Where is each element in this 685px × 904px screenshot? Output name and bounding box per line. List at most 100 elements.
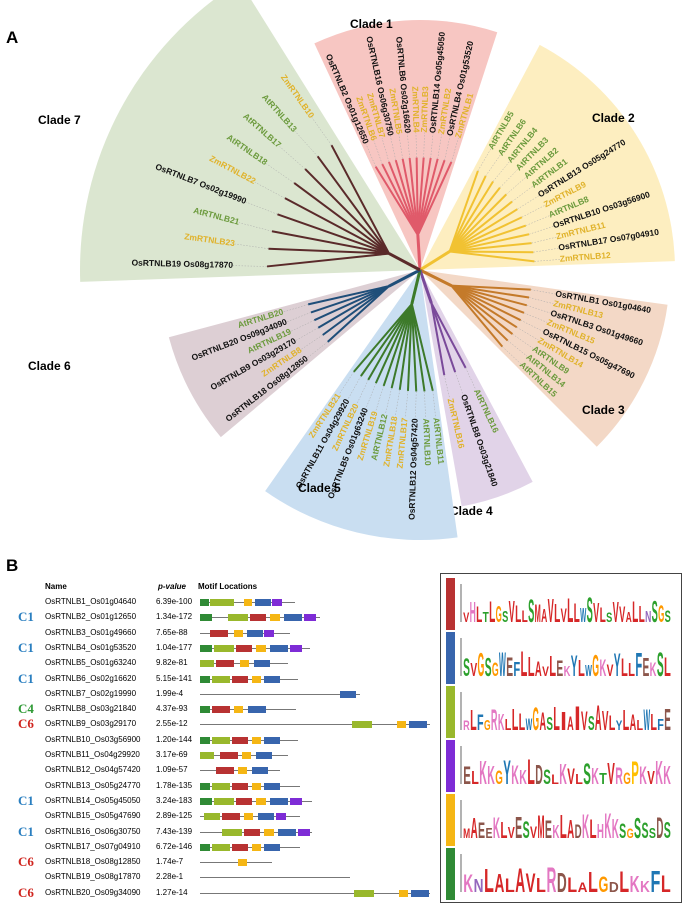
leaf-guide-line xyxy=(437,134,442,159)
leaf-guide-line xyxy=(525,215,550,226)
motif-box-blue xyxy=(258,813,274,821)
sequence-line xyxy=(200,785,300,787)
clade-tag: C6 xyxy=(18,854,34,870)
motif-box-orange xyxy=(240,660,249,668)
motif-box-blue xyxy=(264,843,280,851)
tree-branch xyxy=(450,284,518,329)
tree-branch xyxy=(415,157,419,236)
leaf-guide-line xyxy=(390,135,396,161)
logo-letter: E xyxy=(556,656,563,681)
p-value: 3.17e-69 xyxy=(156,750,188,759)
logo-letter: K xyxy=(640,879,650,896)
logo-letter: L xyxy=(567,874,577,897)
logo-letter: G xyxy=(478,646,485,683)
logo-letter: G xyxy=(592,648,599,683)
tree-branch xyxy=(316,155,390,255)
tree-branch xyxy=(430,302,467,369)
logo-letter: E xyxy=(506,652,513,682)
logo-letter: L xyxy=(589,814,596,844)
clade-7-region xyxy=(80,0,420,282)
logo-letter: V xyxy=(542,663,549,679)
clade-5-trunk xyxy=(410,269,422,305)
gene-name: OsRTNLB6_Os02g16620 xyxy=(45,673,137,683)
tree-branch xyxy=(293,182,390,255)
gene-name: OsRTNLB15_Os05g47690 xyxy=(45,811,141,821)
logo-letter: L xyxy=(554,598,560,628)
gene-name: OsRTNLB20_Os09g34090 xyxy=(45,887,141,897)
motif-color-bar xyxy=(446,632,455,684)
sequence-line xyxy=(200,846,300,848)
p-value: 6.72e-146 xyxy=(156,841,193,851)
motif-box-red xyxy=(216,767,234,775)
logo-letter: A xyxy=(595,699,602,738)
leaf-guide-line xyxy=(407,133,410,159)
logo-letter: L xyxy=(471,768,479,788)
tree-branch xyxy=(310,285,390,314)
logo-letter: W xyxy=(580,605,586,627)
motif-color-bar xyxy=(446,848,455,900)
tree-branch xyxy=(390,303,413,389)
leaf-guide-line xyxy=(239,222,273,232)
motif-box-orange xyxy=(238,859,247,867)
leaf-guide-line xyxy=(373,140,383,165)
tree-branch xyxy=(449,208,518,253)
gene-name: OsRTNLB9_Os03g29170 xyxy=(45,719,137,729)
motif-box-blue xyxy=(278,828,296,836)
motif-box-red xyxy=(232,736,248,744)
logo-letter: E xyxy=(515,810,522,845)
tree-branch xyxy=(451,284,530,299)
leaf-guide-line xyxy=(424,391,426,419)
logo-letter: L xyxy=(553,700,560,737)
clade-tag: C6 xyxy=(18,716,34,732)
logo-letter: G xyxy=(598,872,608,897)
logo-letter: L xyxy=(619,866,629,899)
logo-letter: P xyxy=(631,755,639,791)
logo-letter: A xyxy=(494,868,504,898)
logo-letter: S xyxy=(583,758,591,791)
gene-name: OsRTNLB2_Os01g12650 xyxy=(45,612,137,622)
tree-branch xyxy=(449,250,535,263)
motif-box-orange xyxy=(256,644,266,652)
motif-box-lime xyxy=(212,843,230,851)
tree-branch xyxy=(448,180,494,252)
logo-letter: K xyxy=(655,754,663,791)
motif-box-blue xyxy=(340,690,356,698)
tree-branch xyxy=(410,303,418,392)
motif-box-orange xyxy=(234,706,243,714)
leaf-guide-line xyxy=(430,133,434,159)
tree-branch xyxy=(277,213,390,255)
motif-box-green xyxy=(200,644,212,652)
leaf-guide-line xyxy=(398,134,403,159)
motif-color-bar xyxy=(446,740,455,792)
leaf-label: ZmRTNLB12 xyxy=(559,250,611,264)
logo-letter: D xyxy=(575,822,582,843)
leaf-guide-line xyxy=(517,195,540,210)
tree-branch xyxy=(449,216,523,253)
tree-branch xyxy=(271,230,390,255)
logo-letter: E xyxy=(478,818,485,843)
motif-box-red xyxy=(236,644,252,652)
tree-branch xyxy=(352,303,413,373)
leaf-guide-line xyxy=(365,383,377,409)
logo-letter: V xyxy=(581,706,588,736)
logo-letter: D xyxy=(557,867,567,898)
logo-letter: S xyxy=(641,818,648,843)
motif-box-purple xyxy=(290,644,302,652)
logo-letter: S xyxy=(463,654,470,682)
sequence-line xyxy=(200,892,430,894)
leaf-guide-line xyxy=(279,146,306,170)
tree-branch xyxy=(449,233,530,253)
sequence-line xyxy=(200,693,360,695)
